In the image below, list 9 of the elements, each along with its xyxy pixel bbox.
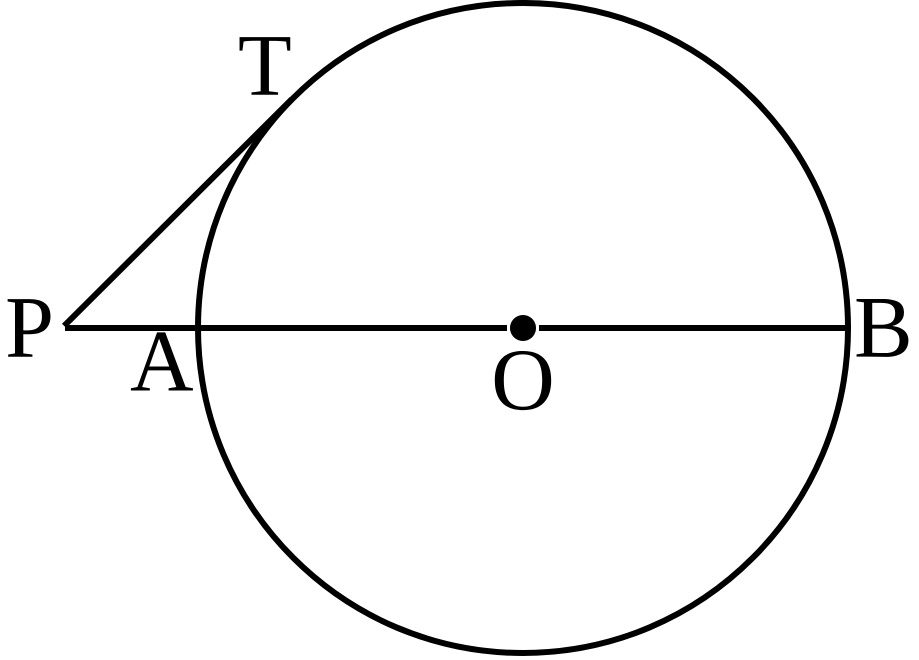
line-segment bbox=[539, 324, 845, 331]
point-label: T bbox=[240, 37, 290, 95]
point-label: A bbox=[130, 332, 193, 390]
point-label: O bbox=[494, 315, 552, 410]
point-label: B bbox=[856, 299, 908, 357]
line-segment bbox=[201, 324, 507, 331]
line-segment bbox=[65, 324, 195, 331]
point-label: P bbox=[8, 299, 50, 357]
line-segment bbox=[62, 96, 294, 328]
